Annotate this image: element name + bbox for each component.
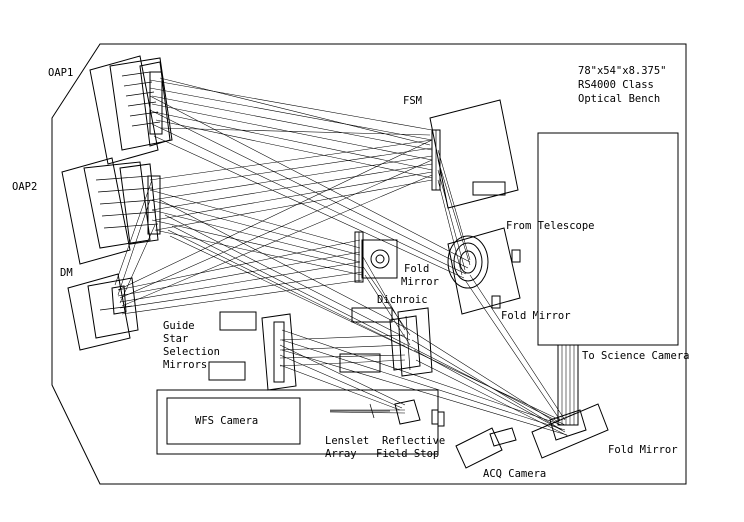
lower-fold-mirror (531, 344, 609, 459)
lenslet-label-1: Lenslet (325, 435, 369, 447)
oap2-mount (61, 157, 161, 265)
bench-spec-line1: 78"x54"x8.375" (578, 65, 667, 77)
fold-mirror-mid-label: Fold Mirror (501, 310, 571, 322)
oap2-label: OAP2 (12, 181, 37, 193)
guide-star-mirrors (208, 311, 381, 391)
guide-label-3: Selection (163, 346, 220, 358)
reflective-label-1: Reflective (382, 435, 445, 447)
guide-label-2: Star (163, 333, 188, 345)
lenslet-and-field-stop (330, 399, 445, 427)
wfs-camera-box (166, 397, 301, 445)
guide-label-4: Mirrors (163, 359, 207, 371)
acq-camera-label: ACQ Camera (483, 468, 546, 480)
oap1-label: OAP1 (48, 67, 73, 79)
dm-mount (67, 273, 139, 351)
upper-fold-mirror (354, 231, 398, 283)
reflective-label-2: Field Stop (376, 448, 439, 460)
bench-spec-line2: RS4000 Class (578, 79, 654, 91)
wfs-camera-label: WFS Camera (195, 415, 258, 427)
bench-spec-line3: Optical Bench (578, 93, 660, 105)
dichroic-mount (351, 307, 433, 377)
telescope-fold-mirror (447, 227, 521, 315)
from-telescope-label: From Telescope (506, 220, 595, 232)
acq-camera-mount (455, 427, 517, 469)
to-science-camera-label: To Science Camera (582, 350, 689, 362)
fold-mirror-lower-label: Fold Mirror (608, 444, 678, 456)
dichroic-label: Dichroic (377, 294, 428, 306)
optical-bench-outline (51, 43, 687, 485)
guide-label-1: Guide (163, 320, 195, 332)
oap1-mount (89, 55, 173, 165)
fsm-label: FSM (403, 95, 422, 107)
bench-spec: 78"x54"x8.375" RS4000 Class Optical Benc… (578, 65, 667, 105)
science-camera-box (537, 132, 679, 346)
fold-mirror-upper-label-1: Fold (404, 263, 429, 275)
fold-mirror-upper-label-2: Mirror (401, 276, 439, 288)
lenslet-label-2: Array (325, 448, 357, 460)
fsm-mount (429, 99, 519, 209)
dm-label: DM (60, 267, 73, 279)
light-rays (114, 77, 575, 437)
